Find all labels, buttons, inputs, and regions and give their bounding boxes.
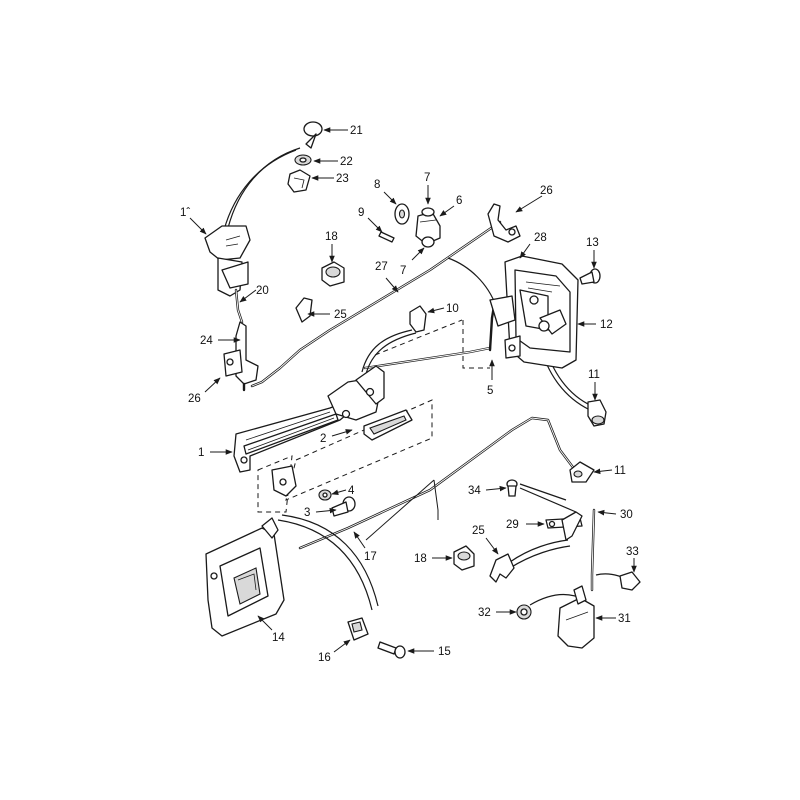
- part-1-outer-handle: [233, 365, 385, 473]
- callout-27: 27: [375, 261, 388, 273]
- callout-labels: 21 22 23 1ˆ 20 24 26 25 18 27 8 9 7 6 7 …: [180, 125, 639, 664]
- part-20-rod: [234, 288, 244, 324]
- part-19-bracket: [204, 225, 251, 297]
- part-33-clip: [619, 571, 641, 591]
- callout-7-lower: 7: [400, 265, 406, 277]
- callout-9: 9: [358, 207, 364, 219]
- handle-bracket-plate: [271, 465, 297, 497]
- callout-22: 22: [340, 156, 353, 168]
- callout-6: 6: [456, 195, 462, 207]
- callout-1: 1: [198, 447, 204, 459]
- callout-21: 21: [350, 125, 363, 137]
- callout-10: 10: [446, 303, 459, 315]
- callout-29: 29: [506, 519, 519, 531]
- part-26-bracket-upper: [487, 203, 521, 243]
- part-32-grommet: [516, 604, 532, 620]
- part-6-lock-barrel: [415, 207, 441, 248]
- part-21-screw: [303, 121, 323, 149]
- callout-11-lower: 11: [614, 465, 626, 477]
- callout-17: 17: [364, 551, 377, 563]
- callout-13: 13: [586, 237, 599, 249]
- callout-leaders: [189, 127, 637, 654]
- callout-11-upper: 11: [588, 369, 600, 381]
- callout-2: 2: [320, 433, 326, 445]
- callout-18-upper: 18: [325, 231, 338, 243]
- part-23-clip-nut: [287, 169, 311, 193]
- part-11-clip-right: [587, 399, 607, 427]
- cable-upper-left: [227, 147, 301, 229]
- callout-30: 30: [620, 509, 633, 521]
- part-12-latch: [489, 255, 579, 369]
- part-18-grommet-lower: [453, 545, 475, 571]
- part-29-lever: [545, 511, 583, 541]
- callout-15: 15: [438, 646, 451, 658]
- callout-34: 34: [468, 485, 481, 497]
- callout-33: 33: [626, 546, 639, 558]
- part-14-inner-handle: [205, 517, 285, 637]
- callout-31: 31: [618, 613, 631, 625]
- part-10-clip: [409, 305, 427, 333]
- part-25-clip-upper: [295, 297, 313, 323]
- callout-20: 20: [256, 285, 269, 297]
- part-13-screw: [579, 268, 601, 285]
- callout-25-upper: 25: [334, 309, 347, 321]
- callout-19: 1ˆ: [180, 207, 190, 219]
- part-25-clip-lower: [489, 553, 515, 583]
- callout-26-right: 26: [540, 185, 553, 197]
- part-22-washer: [294, 154, 312, 166]
- callout-26-left: 26: [188, 393, 201, 405]
- part-18-grommet-upper: [321, 261, 345, 287]
- callout-24: 24: [200, 335, 213, 347]
- part-9-pin: [378, 231, 395, 243]
- callout-18-lower: 18: [414, 553, 427, 565]
- part-31-actuator: [557, 585, 595, 649]
- part-24-bracket: [223, 321, 259, 392]
- part-11-clip-lower: [569, 461, 595, 483]
- callout-8: 8: [374, 179, 380, 191]
- part-34-screw: [506, 479, 518, 497]
- callout-23: 23: [336, 173, 349, 185]
- callout-4: 4: [348, 485, 355, 497]
- part-16-clip: [347, 617, 369, 641]
- rod-27: [250, 220, 502, 388]
- callout-14: 14: [272, 632, 285, 644]
- callout-32: 32: [478, 607, 491, 619]
- part-15-screw: [377, 641, 406, 659]
- callout-16: 16: [318, 652, 331, 664]
- part-8-washer: [394, 203, 410, 225]
- callout-7-upper: 7: [424, 172, 430, 184]
- part-2-gasket: [363, 409, 413, 441]
- part-4-washer: [318, 489, 332, 501]
- callout-25-lower: 25: [472, 525, 485, 537]
- part-3-screw: [331, 496, 356, 517]
- cables-and-rods: [223, 147, 633, 611]
- callout-5: 5: [487, 385, 493, 397]
- callout-12: 12: [600, 319, 613, 331]
- callout-28: 28: [534, 232, 547, 244]
- callout-3: 3: [304, 507, 310, 519]
- rod-17: [298, 416, 577, 550]
